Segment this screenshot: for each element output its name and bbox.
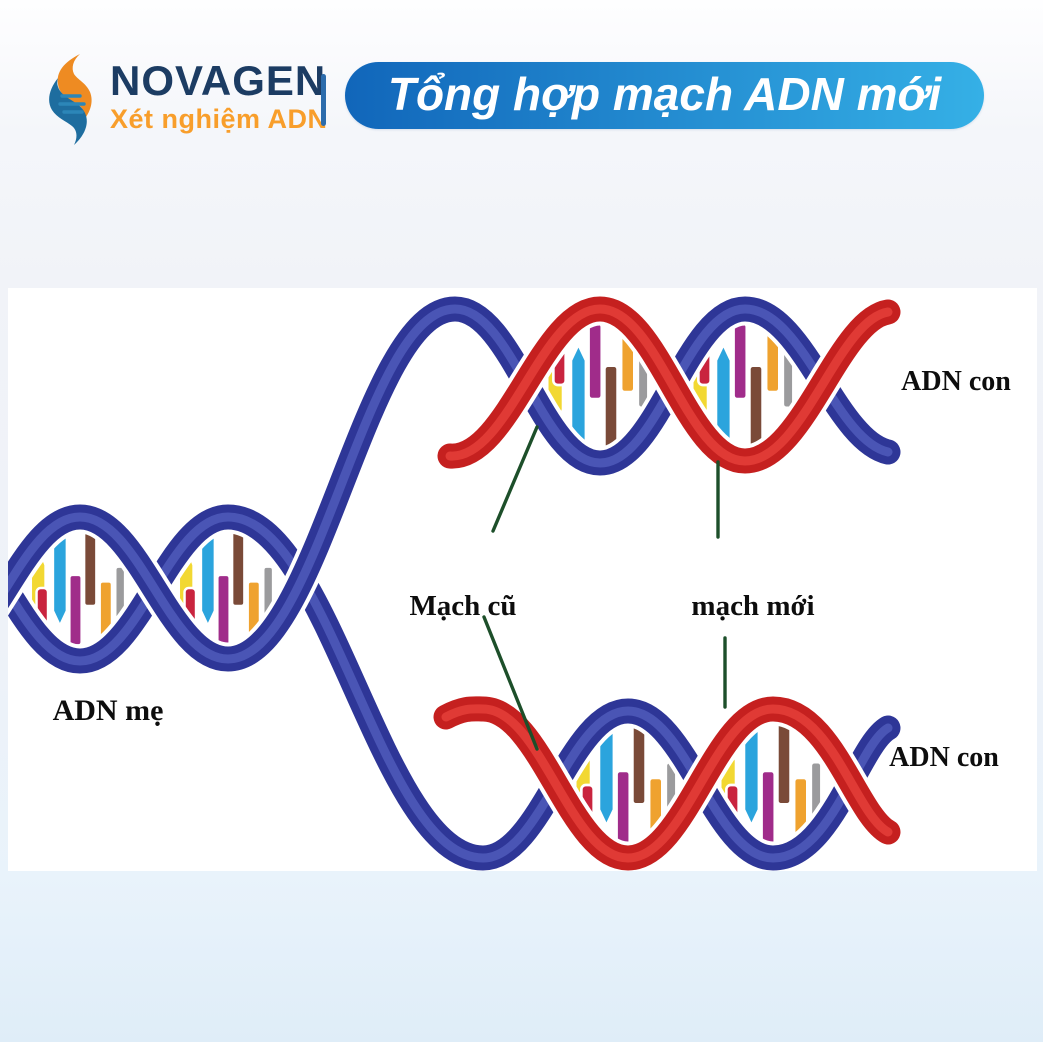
header: NOVAGEN Xét nghiệm ADN Tổng hợp mạch ADN…: [0, 0, 1043, 200]
old-strand-pointer-top: [491, 425, 539, 533]
label-daughter-dna-bottom: ADN con: [889, 742, 999, 773]
new-strand-bottom: [429, 692, 905, 871]
page-title: Tổng hợp mạch ADN mới: [387, 67, 942, 120]
brand-name: NOVAGEN: [110, 57, 327, 104]
leader-lines: [482, 425, 727, 751]
label-new-strand: mạch mới: [691, 590, 815, 622]
brand-text: NOVAGEN Xét nghiệm ADN: [110, 52, 328, 135]
brand-logo: NOVAGEN Xét nghiệm ADN: [44, 52, 328, 147]
label-old-strand: Mạch cũ: [409, 590, 517, 622]
title-banner: Tổng hợp mạch ADN mới: [345, 62, 984, 129]
old-strand-upper: [8, 292, 905, 676]
header-divider: [321, 74, 326, 126]
dna-replication-diagram: [0, 288, 1043, 871]
old-strand-lower: [8, 500, 905, 871]
logo-rungs: [58, 94, 86, 114]
brand-tagline: Xét nghiệm ADN: [110, 104, 328, 134]
new-strand-top: [433, 292, 905, 478]
label-parent-dna: ADN mẹ: [52, 694, 164, 727]
dna-logo-icon: [49, 54, 92, 145]
replication-figure: [8, 288, 1037, 871]
label-daughter-dna-top: ADN con: [901, 366, 1011, 397]
old-strand-pointer-bottom: [482, 615, 539, 751]
